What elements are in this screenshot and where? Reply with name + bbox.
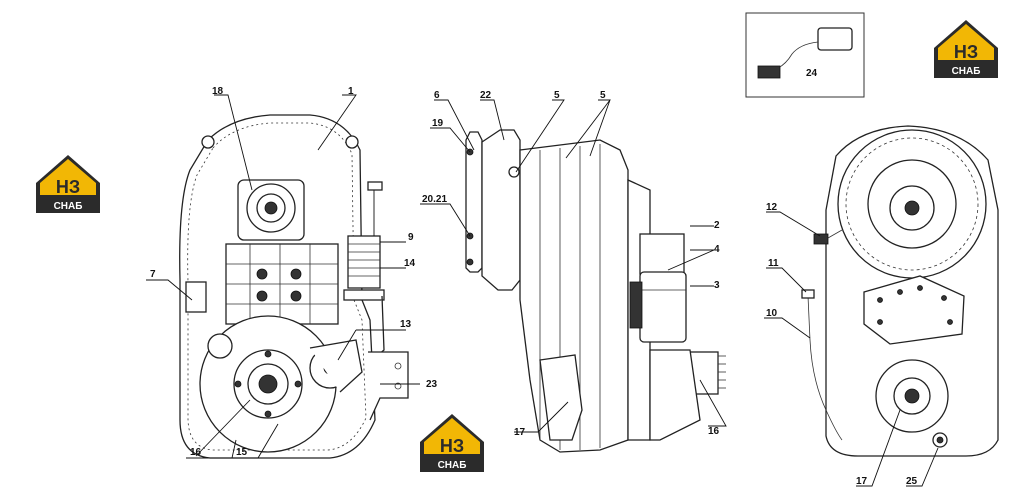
logo-bottom-text: СНАБ bbox=[54, 201, 83, 212]
rear-view-drawing bbox=[801, 125, 999, 457]
logo-top-text: НЗ bbox=[56, 177, 80, 197]
logo-left: НЗ СНАБ bbox=[36, 155, 100, 213]
side-view-drawing bbox=[465, 129, 726, 453]
callout-14: 14 bbox=[404, 258, 416, 269]
callout-10: 10 bbox=[766, 308, 778, 319]
callout-3: 3 bbox=[714, 280, 720, 291]
logo-bottom-text: СНАБ bbox=[952, 66, 981, 77]
callout-17-right: 17 bbox=[856, 476, 868, 487]
callout-13: 13 bbox=[400, 319, 412, 330]
callout-24: 24 bbox=[806, 68, 818, 79]
callout-7: 7 bbox=[150, 269, 156, 280]
logo-bottom-center: НЗ СНАБ bbox=[420, 414, 484, 472]
front-view-drawing bbox=[179, 114, 409, 459]
callout-15: 15 bbox=[236, 447, 248, 458]
callout-2: 2 bbox=[714, 220, 720, 231]
callout-17-middle: 17 bbox=[514, 427, 526, 438]
logo-top-right: НЗ СНАБ bbox=[934, 20, 998, 78]
callout-20-21: 20.21 bbox=[422, 194, 447, 205]
callout-4: 4 bbox=[714, 244, 720, 255]
callout-11: 11 bbox=[768, 258, 779, 269]
leader-lines bbox=[146, 94, 939, 487]
callout-22: 22 bbox=[480, 90, 492, 101]
callout-5-b: 5 bbox=[600, 90, 606, 101]
callout-16-left: 16 bbox=[190, 447, 202, 458]
callout-25: 25 bbox=[906, 476, 918, 487]
callout-12: 12 bbox=[766, 202, 778, 213]
callout-6: 6 bbox=[434, 90, 440, 101]
logo-top-text: НЗ bbox=[440, 436, 464, 456]
sensor-inset-24 bbox=[745, 12, 865, 98]
callout-5-a: 5 bbox=[554, 90, 560, 101]
callout-16-middle: 16 bbox=[708, 426, 720, 437]
logo-top-text: НЗ bbox=[954, 42, 978, 62]
callout-1: 1 bbox=[348, 86, 354, 97]
callout-18: 18 bbox=[212, 86, 224, 97]
logo-bottom-text: СНАБ bbox=[438, 460, 467, 471]
callout-9: 9 bbox=[408, 232, 414, 243]
callout-19: 19 bbox=[432, 118, 444, 129]
callout-labels: 18 1 7 9 14 13 23 16 15 6 19 20.21 22 5 … bbox=[150, 68, 918, 487]
callout-23: 23 bbox=[426, 379, 438, 390]
